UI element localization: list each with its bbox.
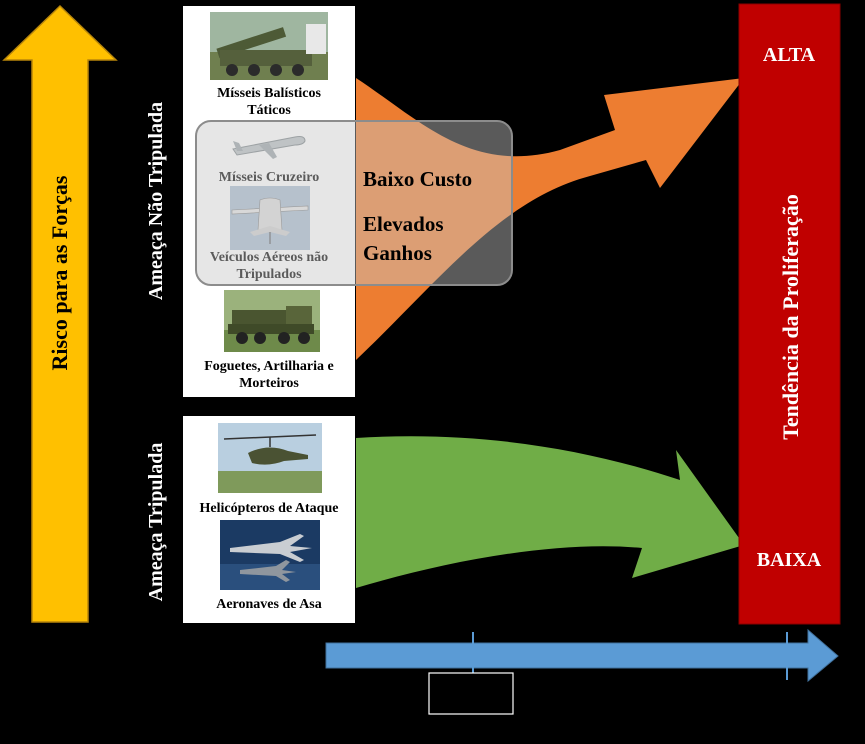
rocket-artillery-image [224,290,320,352]
manned-threat-panel: Helicópteros de Ataque Aeronaves de Asa [183,416,355,623]
cruise-missile-image [229,123,309,165]
empty-label-box [428,672,514,715]
risk-arrow [2,4,118,623]
trend-high-label: ALTA [762,44,816,66]
fixed-wing-aircraft-image [220,520,320,590]
rocket-artillery-caption: Foguetes, Artilharia e Morteiros [204,359,334,391]
low-cost-highlight-box [195,120,513,286]
manned-section-label: Ameaça Tripulada [145,442,167,602]
uav-image [230,186,310,250]
unmanned-section-label: Ameaça Não Tripulada [145,101,167,301]
green-trend-arrow [356,436,744,588]
attack-helicopter-caption: Helicópteros de Ataque [199,501,339,516]
fixed-wing-caption: Aeronaves de Asa [216,597,322,612]
tbm-caption: Mísseis Balísticos Táticos [217,86,321,118]
trend-bar [738,3,841,625]
time-arrow [325,628,839,683]
highlight-line-3: Ganhos [363,241,432,265]
highlight-line-1: Baixo Custo [363,167,473,191]
uav-caption: Veículos Aéreos não Tripulados [209,250,329,282]
highlight-line-2: Elevados [363,212,444,236]
risk-axis-label: Risco para as Forças [47,175,72,371]
orange-trend-arrow [356,78,744,360]
trend-label: Tendência da Proliferação [778,194,803,440]
attack-helicopter-image [218,423,322,493]
tbm-launcher-image [210,12,328,80]
cruise-missile-caption: Mísseis Cruzeiro [218,170,320,185]
trend-low-label: BAIXA [756,549,822,571]
unmanned-threat-panel: Mísseis Balísticos Táticos Mísseis Cruze… [183,6,355,397]
